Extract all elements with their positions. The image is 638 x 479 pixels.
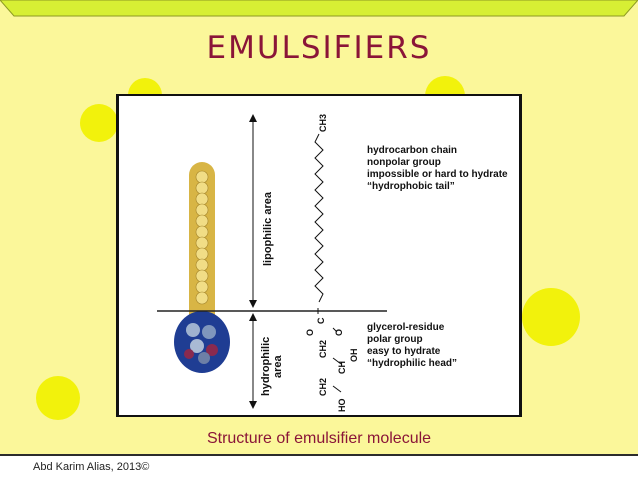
chem-o2: O bbox=[334, 329, 344, 336]
molecule-diagram: lipophilic area hydrophilic area CH3 C O… bbox=[157, 114, 508, 413]
hydrophilic-area-label-2: area bbox=[272, 354, 284, 378]
arrow-head-up bbox=[249, 114, 257, 122]
decor-dot bbox=[522, 288, 580, 346]
tail-beads bbox=[195, 170, 209, 305]
tail-note-1: hydrocarbon chain bbox=[367, 145, 457, 156]
arrow-head-down bbox=[249, 300, 257, 308]
footer-divider bbox=[0, 454, 638, 456]
chem-ch2-a: CH2 bbox=[318, 340, 328, 358]
chem-ch3: CH3 bbox=[318, 114, 328, 132]
decor-dot bbox=[80, 104, 118, 142]
hydrophilic-area-label-1: hydrophilic bbox=[260, 337, 272, 396]
decor-dot bbox=[36, 376, 80, 420]
footer-bar bbox=[0, 456, 638, 479]
head-atoms bbox=[184, 323, 218, 364]
emulsifier-figure: lipophilic area hydrophilic area CH3 C O… bbox=[116, 94, 522, 417]
chem-ho: HO bbox=[337, 399, 347, 413]
tail-note-2: nonpolar group bbox=[367, 157, 441, 168]
tail-note-3: impossible or hard to hydrate bbox=[367, 169, 508, 180]
head-note-3: easy to hydrate bbox=[367, 346, 441, 357]
tail-note-4: “hydrophobic tail” bbox=[367, 181, 455, 192]
lipophilic-area-label: lipophilic area bbox=[262, 191, 274, 266]
head-note-1: glycerol-residue bbox=[367, 322, 445, 333]
head-note-4: “hydrophilic head” bbox=[367, 358, 457, 369]
chem-oh: OH bbox=[349, 349, 359, 363]
chem-c: C bbox=[316, 317, 326, 324]
slide-title: EMULSIFIERS bbox=[206, 30, 432, 66]
hydrocarbon-chain bbox=[314, 133, 324, 303]
top-banner bbox=[0, 0, 638, 17]
author-credit: Abd Karim Alias, 2013© bbox=[33, 461, 150, 473]
chem-ch2-b: CH2 bbox=[318, 378, 328, 396]
figure-caption: Structure of emulsifier molecule bbox=[206, 430, 432, 447]
head-note-2: polar group bbox=[367, 334, 423, 345]
chem-ch: CH bbox=[337, 361, 347, 374]
chem-o1: O bbox=[305, 329, 315, 336]
